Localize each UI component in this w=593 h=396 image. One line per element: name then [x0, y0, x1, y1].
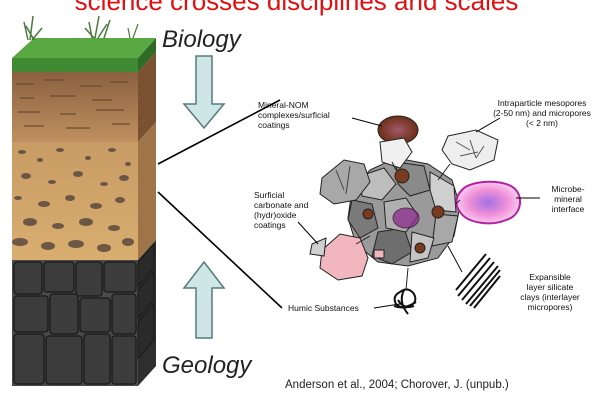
surficial-carbonate-label: Surficial carbonate and (hydr)oxide coat…: [254, 190, 322, 230]
intraparticle-label: Intraparticle mesopores (2-50 nm) and mi…: [492, 98, 592, 128]
carbonate-particle: [310, 234, 370, 280]
clay-particle: [448, 246, 500, 308]
intraparticle-particle: [438, 130, 498, 180]
soil-profile: [12, 16, 156, 386]
grass-layer: [12, 16, 156, 72]
biology-arrow: [184, 56, 224, 128]
biology-label: Biology: [162, 26, 241, 54]
mineral-nom-label: Mineral-NOM complexes/surficial coatings: [258, 100, 358, 130]
microbe-label: Microbe-mineral interface: [544, 184, 592, 214]
humic-label: Humic Substances: [288, 303, 359, 313]
microbe-particle: [456, 182, 520, 224]
humic-particle: [394, 268, 416, 314]
citation: Anderson et al., 2004; Chorover, J. (unp…: [285, 379, 509, 391]
geology-arrow: [184, 262, 224, 338]
geology-label: Geology: [162, 352, 251, 380]
expansible-clay-label: Expansible layer silicate clays (interla…: [520, 272, 580, 312]
